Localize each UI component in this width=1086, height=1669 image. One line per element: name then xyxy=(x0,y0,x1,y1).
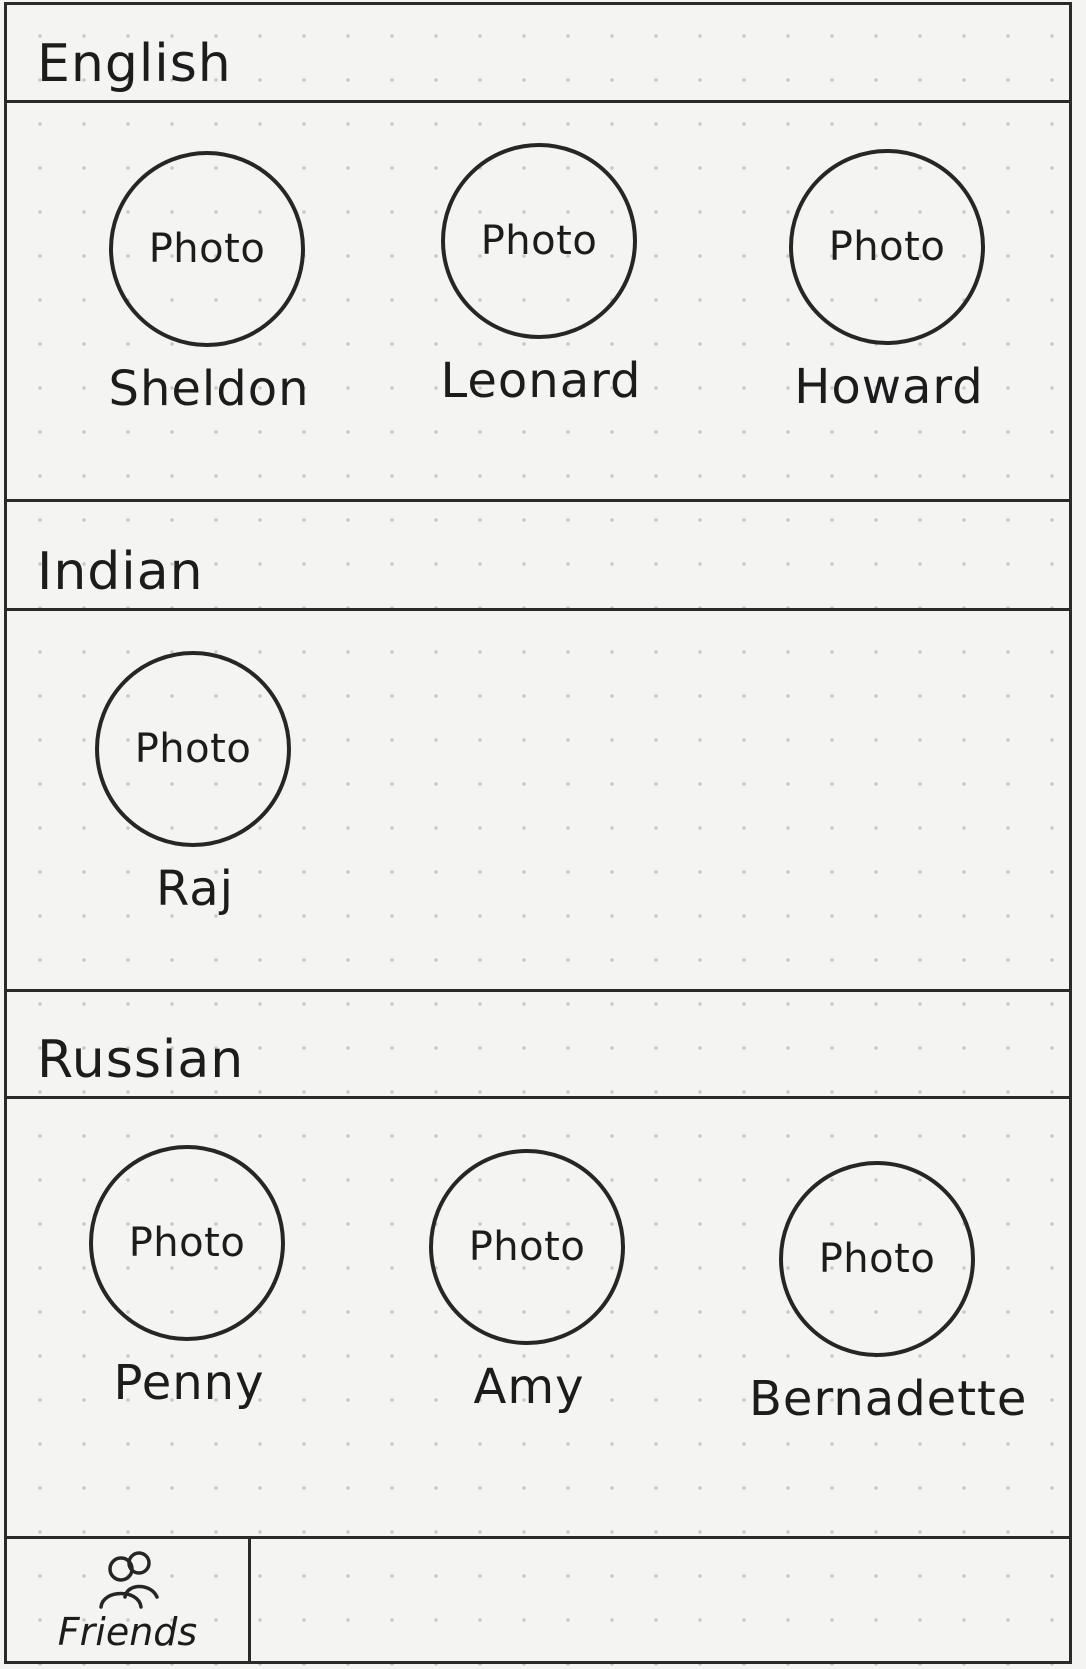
section-header-indian: Indian xyxy=(7,499,1069,611)
contact-howard[interactable]: Photo Howard xyxy=(759,149,1019,439)
contact-amy[interactable]: Photo Amy xyxy=(399,1149,659,1439)
photo-placeholder-label: Photo xyxy=(128,1220,246,1266)
contact-name: Amy xyxy=(473,1359,585,1415)
tab-friends[interactable]: Friends xyxy=(7,1539,251,1661)
photo-placeholder-label: Photo xyxy=(828,224,946,270)
avatar-photo: Photo xyxy=(779,1161,975,1357)
contact-name: Penny xyxy=(113,1355,265,1411)
contact-sheldon[interactable]: Photo Sheldon xyxy=(79,151,339,441)
avatar-photo: Photo xyxy=(89,1145,285,1341)
section-header-russian: Russian xyxy=(7,989,1069,1099)
avatar-photo: Photo xyxy=(789,149,985,345)
section-body-russian: Photo Penny Photo Amy Photo Bernadette xyxy=(7,1099,1069,1539)
tab-label-friends: Friends xyxy=(57,1610,198,1654)
section-title-indian: Indian xyxy=(37,542,204,602)
photo-placeholder-label: Photo xyxy=(818,1236,936,1282)
contact-name: Leonard xyxy=(440,353,642,409)
photo-placeholder-label: Photo xyxy=(134,726,252,772)
avatar-photo: Photo xyxy=(429,1149,625,1345)
contact-name: Raj xyxy=(155,861,235,917)
friends-icon xyxy=(99,1551,159,1609)
section-title-russian: Russian xyxy=(37,1030,245,1090)
avatar-photo: Photo xyxy=(441,143,637,339)
contact-bernadette[interactable]: Photo Bernadette xyxy=(749,1161,1028,1451)
photo-placeholder-label: Photo xyxy=(468,1224,586,1270)
avatar-photo: Photo xyxy=(109,151,305,347)
photo-placeholder-label: Photo xyxy=(148,226,266,272)
avatar-photo: Photo xyxy=(95,651,291,847)
contact-name: Sheldon xyxy=(108,361,310,417)
section-title-english: English xyxy=(37,34,232,94)
contact-name: Bernadette xyxy=(749,1371,1028,1427)
contact-name: Howard xyxy=(794,359,984,415)
contact-penny[interactable]: Photo Penny xyxy=(59,1145,319,1435)
contact-leonard[interactable]: Photo Leonard xyxy=(411,143,671,433)
section-header-english: English xyxy=(7,5,1069,103)
section-body-english: Photo Sheldon Photo Leonard Photo Howard xyxy=(7,103,1069,473)
section-body-indian: Photo Raj xyxy=(7,611,1069,991)
screen-frame: English Photo Sheldon Photo Leonard Phot… xyxy=(4,2,1072,1664)
contact-raj[interactable]: Photo Raj xyxy=(65,651,325,941)
photo-placeholder-label: Photo xyxy=(480,218,598,264)
bottom-tab-bar: Friends xyxy=(7,1536,1069,1661)
